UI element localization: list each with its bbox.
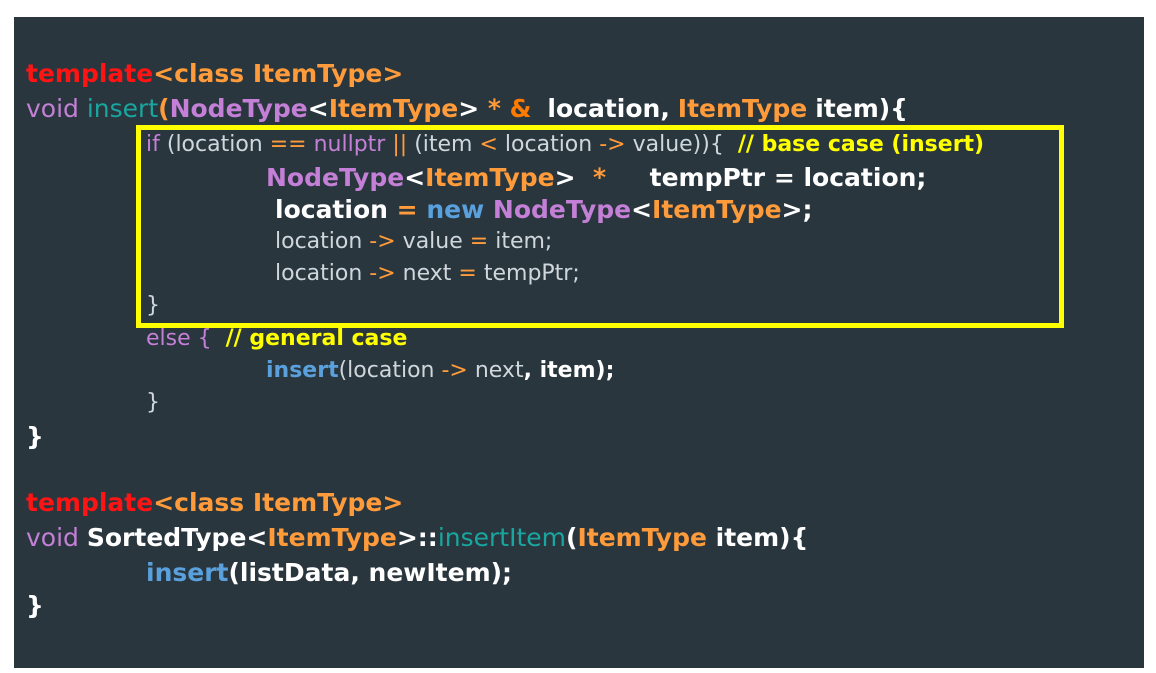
angle-open: < [631, 195, 653, 224]
code-line-function-close: } [26, 422, 1144, 456]
keyword-else: else { [146, 326, 212, 351]
param-item: item){ [706, 523, 809, 552]
code-line-value-assign: location -> value = item; [275, 229, 1144, 263]
code-line-if-base: if (location == nullptr || (item < locat… [146, 132, 1144, 166]
brace-close: } [146, 390, 160, 415]
param-item: item [815, 94, 879, 123]
type-itemtype: ItemType [328, 94, 459, 123]
angle-open: < [246, 523, 268, 552]
var-location: location [275, 261, 363, 286]
code-line-template-1: template<class ItemType> [26, 59, 1144, 93]
code-line-recursive-insert: insert(location -> next, item); [266, 358, 1144, 392]
angle-close: > [458, 94, 480, 123]
class-sortedtype: SortedType [86, 523, 247, 552]
angle-open: < [307, 94, 329, 123]
code-line-next-assign: location -> next = tempPtr; [275, 261, 1144, 295]
type-itemtype: ItemType [677, 94, 808, 123]
code-line-insert-signature: void insert(NodeType<ItemType> * & locat… [26, 94, 1144, 128]
code-line-location-new: location = new NodeType<ItemType>; [275, 195, 1144, 229]
angle-close: > [554, 163, 576, 192]
code-line-if-close: } [146, 293, 1144, 327]
type-nodetype: NodeType [266, 163, 405, 192]
keyword-if: if [146, 132, 160, 157]
pointer-star: * [479, 94, 510, 123]
brace-close: } [26, 422, 44, 451]
type-itemtype: ItemType [267, 523, 397, 552]
function-insert: insert [86, 94, 159, 123]
type-itemtype: ItemType [652, 195, 782, 224]
comment-general-case: // general case [225, 326, 408, 351]
brace-open: ){ [878, 94, 908, 123]
var-tempptr: tempPtr; [483, 261, 580, 286]
member-value: value)){ [632, 132, 724, 157]
code-line-template-2: template<class ItemType> [26, 488, 1144, 522]
var-location: location; [803, 163, 927, 192]
comma: , [660, 94, 670, 123]
code-line-insert-call: insert(listData, newItem); [146, 558, 1144, 592]
brace-close: } [146, 293, 160, 318]
scope-operator: >:: [396, 523, 438, 552]
var-tempptr: tempPtr [649, 163, 766, 192]
call-args: (listData, newItem); [228, 558, 513, 587]
template-params: <class ItemType> [153, 488, 404, 517]
var-item: item; [495, 229, 553, 254]
function-insertitem: insertItem [437, 523, 566, 552]
operator-assign: = [469, 229, 489, 254]
angle-open: < [404, 163, 426, 192]
operator-lt: < [479, 132, 498, 157]
code-line-insertitem-close: } [26, 591, 1144, 625]
cond-item: (item [414, 132, 473, 157]
type-nodetype: NodeType [492, 195, 632, 224]
operator-assign: = [396, 195, 418, 224]
member-next: next [474, 358, 524, 383]
arg-item: , item); [523, 358, 615, 383]
template-params: <class ItemType> [153, 59, 404, 88]
code-line-else-close: } [146, 390, 1144, 424]
keyword-new: new [426, 195, 485, 224]
keyword-void: void [26, 94, 79, 123]
brace-close: } [26, 591, 44, 620]
operator-assign: = [458, 261, 477, 286]
function-insert: insert [146, 558, 229, 587]
operator-eq: == [269, 132, 307, 157]
operator-arrow: -> [369, 261, 396, 286]
type-itemtype: ItemType [425, 163, 555, 192]
paren: ( [566, 523, 578, 552]
keyword-template: template [26, 488, 154, 517]
member-next: next [402, 261, 452, 286]
operator-or: || [392, 132, 408, 157]
var-location: location [504, 132, 593, 157]
type-nodetype: NodeType [169, 94, 308, 123]
code-slide-panel: template<class ItemType> void insert(Nod… [14, 17, 1144, 668]
arg-location: (location [338, 358, 435, 383]
keyword-void: void [26, 523, 79, 552]
keyword-template: template [26, 59, 154, 88]
code-line-tempptr-decl: NodeType<ItemType> * tempPtr = location; [266, 163, 1144, 197]
highlight-box [136, 125, 1064, 328]
operator-arrow: -> [441, 358, 468, 383]
cond-location: (location [166, 132, 263, 157]
comment-base-case: // base case (insert) [737, 132, 985, 157]
member-value: value [402, 229, 463, 254]
var-location: location [275, 229, 363, 254]
code-line-insertitem-signature: void SortedType<ItemType>::insertItem(It… [26, 523, 1144, 557]
paren: ( [158, 94, 170, 123]
reference-amp: & [509, 94, 532, 123]
function-insert: insert [266, 358, 339, 383]
code-line-else: else { // general case [146, 326, 1144, 360]
pointer-star: * [593, 163, 607, 192]
var-location: location [275, 195, 388, 224]
keyword-nullptr: nullptr [313, 132, 386, 157]
angle-close-semicolon: >; [781, 195, 813, 224]
type-itemtype: ItemType [577, 523, 707, 552]
param-location: location [547, 94, 661, 123]
operator-arrow: -> [599, 132, 626, 157]
operator-arrow: -> [369, 229, 396, 254]
operator-assign: = [773, 163, 795, 192]
